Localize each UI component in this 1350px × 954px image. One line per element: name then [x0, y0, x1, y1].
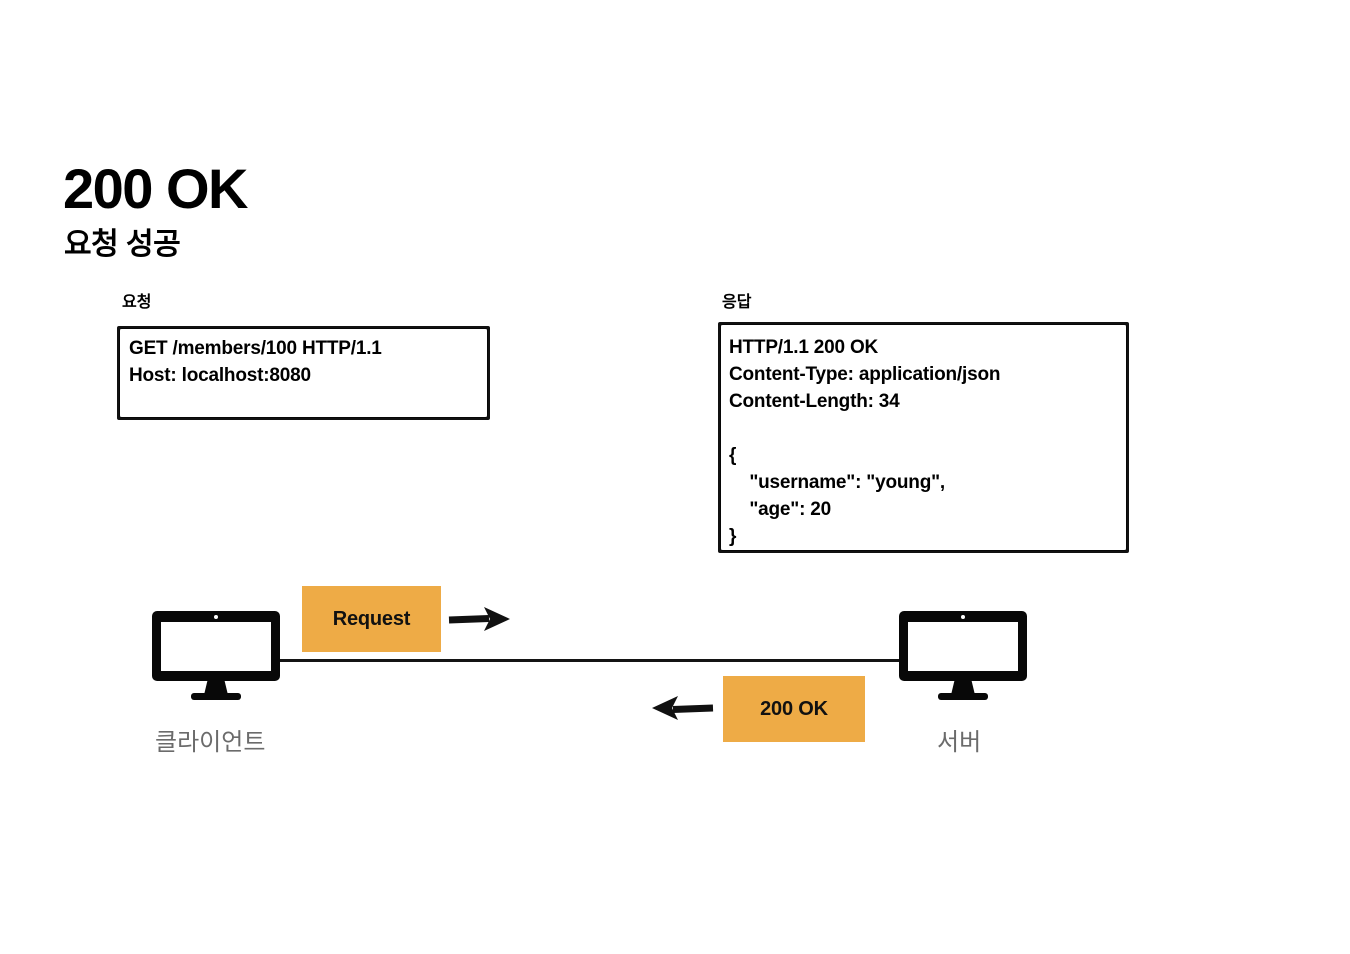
monitor-camera-dot — [961, 615, 965, 619]
monitor-stand-neck — [204, 681, 228, 695]
monitor-screen — [908, 622, 1018, 671]
request-section-caption: 요청 — [122, 294, 152, 311]
arrow-right-icon — [448, 607, 510, 631]
monitor-screen — [161, 622, 271, 671]
request-message-box: GET /members/100 HTTP/1.1 Host: localhos… — [117, 326, 490, 420]
monitor-stand-neck — [951, 681, 975, 695]
client-label: 클라이언트 — [155, 729, 266, 756]
page-title: 200 OK — [63, 157, 249, 220]
arrow-left-icon — [652, 696, 714, 720]
response-message-text: HTTP/1.1 200 OK Content-Type: applicatio… — [729, 337, 1001, 547]
response-section-caption: 응답 — [722, 294, 752, 311]
request-flow-badge: Request — [302, 586, 441, 652]
server-label: 서버 — [937, 729, 982, 756]
monitor-stand-base — [191, 693, 241, 700]
connection-line — [278, 659, 903, 662]
server-monitor-icon — [899, 611, 1027, 700]
response-flow-badge: 200 OK — [723, 676, 865, 742]
request-message-text: GET /members/100 HTTP/1.1 Host: localhos… — [129, 338, 382, 386]
response-message-box: HTTP/1.1 200 OK Content-Type: applicatio… — [718, 322, 1129, 553]
page-subtitle: 요청 성공 — [64, 228, 181, 261]
monitor-stand-base — [938, 693, 988, 700]
client-monitor-icon — [152, 611, 280, 700]
monitor-camera-dot — [214, 615, 218, 619]
